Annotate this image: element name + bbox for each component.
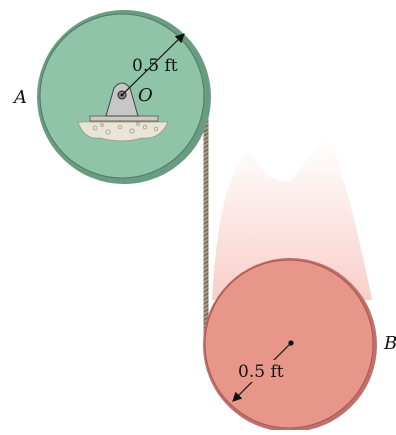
disk-b-motion-blur — [212, 140, 372, 300]
disk-a-radius-arrow — [122, 33, 185, 95]
pivot-label: O — [138, 85, 153, 106]
disk-a-radius-label: 0.5 ft — [132, 56, 178, 76]
disk-a-label: A — [12, 87, 27, 108]
disk-a — [37, 10, 211, 184]
cord — [203, 98, 209, 340]
disk-b-label: B — [383, 333, 396, 354]
disk-b — [203, 258, 377, 432]
disk-b-radius-label: 0.5 ft — [238, 362, 284, 382]
ground-support — [77, 115, 169, 142]
